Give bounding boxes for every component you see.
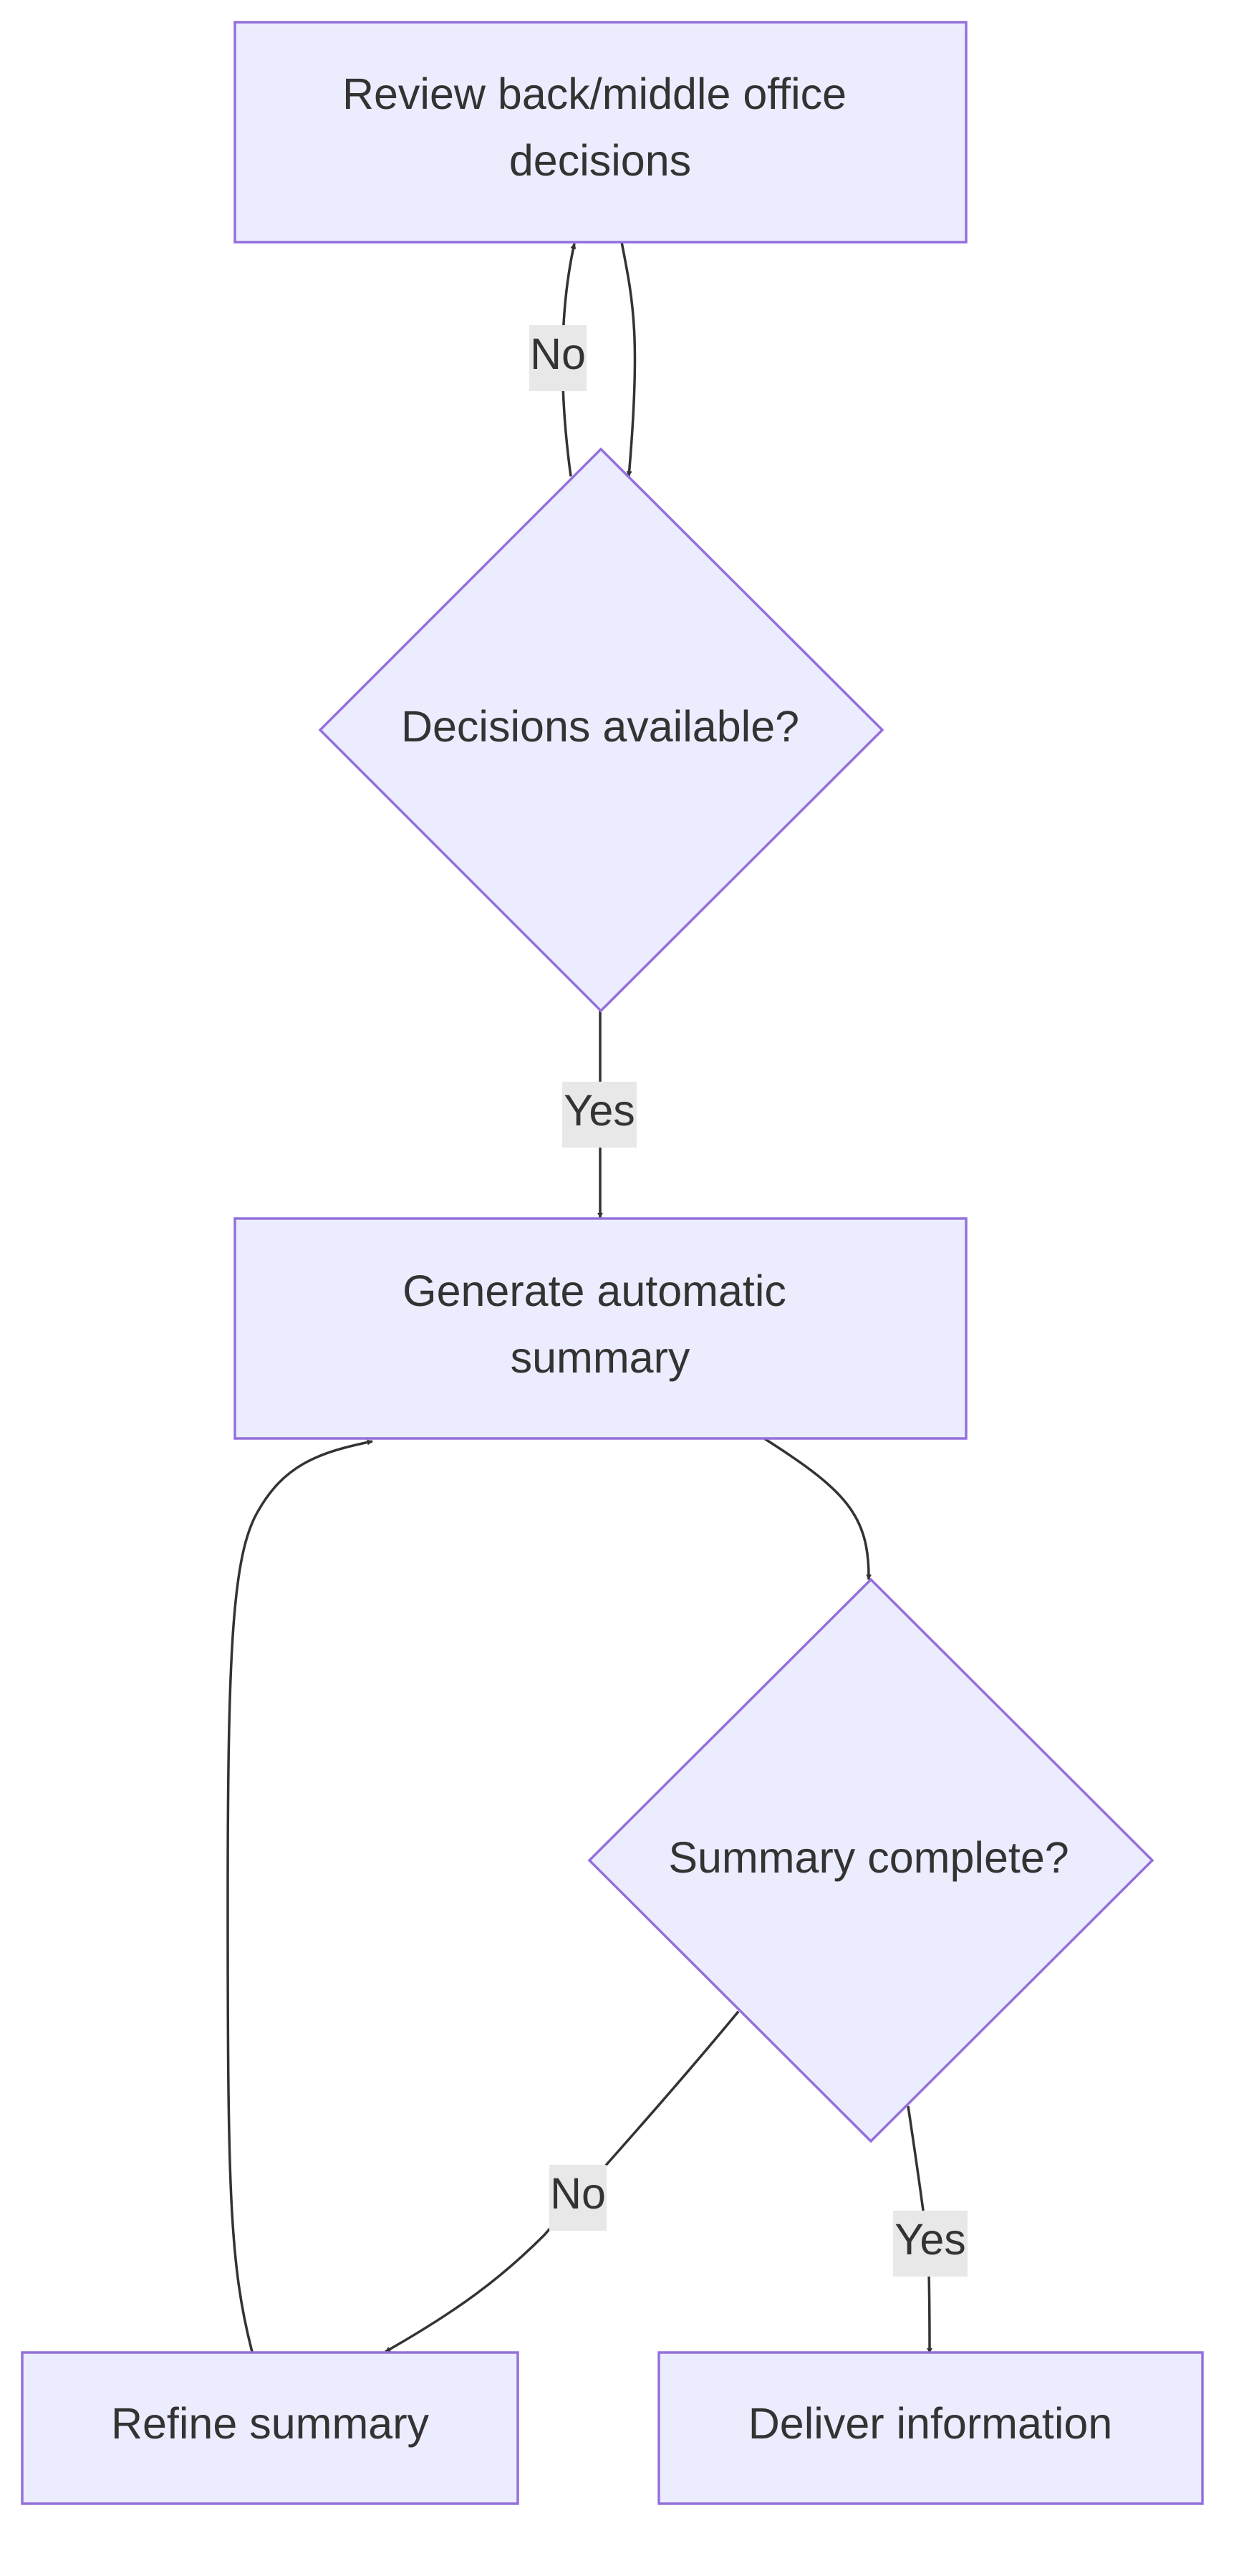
node-deliver-information: Deliver information: [657, 2351, 1204, 2505]
edge-label-background: [529, 325, 587, 391]
process-box: [21, 2351, 519, 2505]
edge-review-to-decisions-available: [620, 241, 637, 477]
edge-label-no-loop: No: [529, 325, 587, 391]
process-box: [233, 21, 968, 244]
node-decisions-available: Decisions available?: [318, 447, 884, 1013]
process-box: [657, 2351, 1204, 2505]
node-label-line-1: Decisions available?: [401, 702, 799, 751]
decision-diamond: [587, 1577, 1154, 2143]
edge-label-yes-deliver: Yes: [893, 2211, 968, 2277]
edge-generate-to-summary-complete: [763, 1437, 872, 1580]
node-label-line-2: decisions: [509, 136, 691, 185]
node-generate-summary: Generate automatic summary: [233, 1217, 968, 1440]
edge-label-background: [549, 2165, 607, 2231]
node-label-line-1: Generate automatic: [402, 1267, 786, 1315]
edge-label-yes-generate: Yes: [562, 1082, 637, 1148]
decision-diamond: [318, 447, 884, 1013]
node-label-line-1: Review back/middle office: [342, 69, 847, 118]
node-label-line-1: Summary complete?: [668, 1833, 1069, 1882]
node-label-line-1: Refine summary: [111, 2399, 430, 2448]
edge-label-no-refine: No: [549, 2165, 607, 2231]
edge-refine-to-generate: [226, 1439, 373, 2352]
edges: No Yes No Yes: [226, 241, 968, 2354]
node-refine-summary: Refine summary: [21, 2351, 519, 2505]
node-summary-complete: Summary complete?: [587, 1577, 1154, 2143]
node-label-line-2: summary: [511, 1333, 690, 1382]
edge-label-text: No: [530, 330, 586, 378]
node-label-line-1: Deliver information: [748, 2399, 1113, 2448]
edge-label-text: Yes: [564, 1086, 635, 1135]
edge-label-text: No: [550, 2169, 606, 2218]
process-box: [233, 1217, 968, 1440]
node-review-decisions: Review back/middle office decisions: [233, 21, 968, 244]
edge-label-background: [893, 2211, 968, 2277]
edge-label-text: Yes: [894, 2215, 966, 2264]
edge-label-background: [562, 1082, 637, 1148]
